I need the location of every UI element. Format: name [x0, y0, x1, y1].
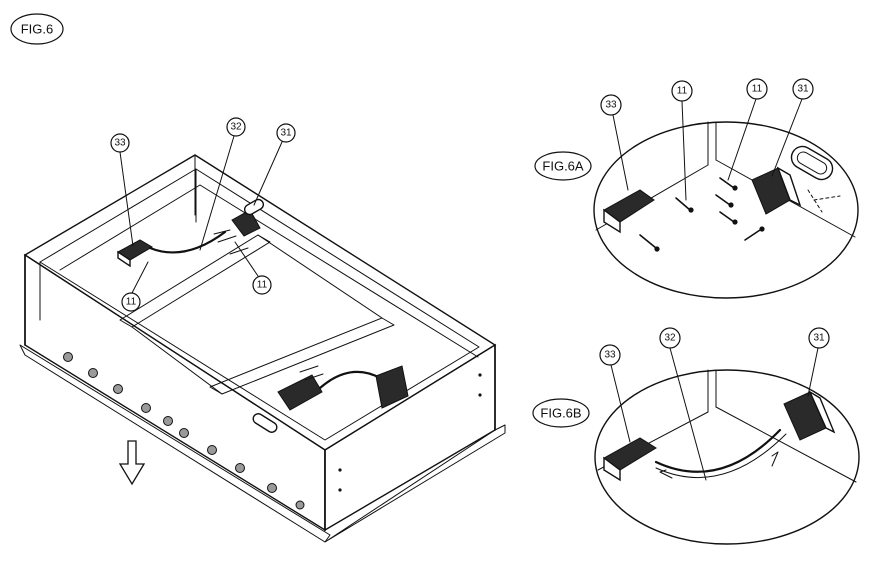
hose-32-right: [318, 370, 382, 390]
callout-main-31: 31: [280, 128, 292, 139]
front-wall-holes: [63, 352, 305, 510]
fig6-label: FIG.6: [10, 13, 64, 45]
callout-6a-31: 31: [797, 84, 809, 95]
floor-divider: [131, 326, 223, 395]
cross-rail-1: [119, 234, 271, 328]
right-wall-dots: [338, 373, 482, 492]
part-31-main: [231, 209, 261, 237]
fig6b-callouts: 33 32 31: [599, 327, 830, 481]
table-inner-rim: [39, 168, 480, 441]
left-assembly: [117, 198, 265, 268]
callout-6a-33: 33: [605, 100, 617, 111]
callout-6a-11-a: 11: [677, 86, 688, 97]
callout-main-11-right: 11: [257, 280, 268, 291]
main-callouts: 33 32 31 11 11: [110, 117, 296, 312]
callout-main-33: 33: [114, 138, 126, 149]
detail-fig6a: [593, 121, 859, 299]
callout-6b-32: 32: [664, 333, 676, 344]
part-33-right: [277, 374, 323, 411]
bracket-31-main: [243, 198, 265, 216]
hose-32-main: [148, 230, 227, 254]
part-31-right: [375, 365, 409, 409]
front-wall-slot: [252, 413, 278, 433]
detail-fig6b: [594, 369, 860, 545]
detail-6b-hose-32: [654, 428, 782, 473]
detail-6a-gasket: [790, 145, 834, 181]
down-arrow-icon: [118, 440, 146, 486]
fig6a-label-text: FIG.6A: [542, 159, 584, 174]
fig6a-label: FIG.6A: [534, 151, 592, 181]
callout-6b-31: 31: [813, 333, 825, 344]
callout-6a-11-b: 11: [752, 84, 763, 95]
fig6-label-text: FIG.6: [21, 22, 54, 37]
floor-divider-back: [257, 234, 383, 319]
table-base-right: [324, 424, 506, 543]
detail-6b-arrow-right: [771, 451, 779, 467]
table-frame: [19, 154, 506, 543]
callout-6b-33: 33: [604, 350, 616, 361]
detail-6a-screws: [639, 177, 765, 252]
detail-6b-arrow-left: [659, 469, 673, 479]
cross-rail-2: [209, 317, 395, 395]
fig6b-label-text: FIG.6B: [540, 406, 581, 421]
fig6b-label: FIG.6B: [532, 398, 590, 428]
callout-main-32: 32: [230, 122, 242, 133]
detail-6a-ellipse: [593, 121, 859, 299]
right-assembly: [277, 365, 409, 411]
callout-main-11-left: 11: [126, 297, 137, 308]
fig6a-callouts: 33 11 11 31: [600, 78, 814, 201]
